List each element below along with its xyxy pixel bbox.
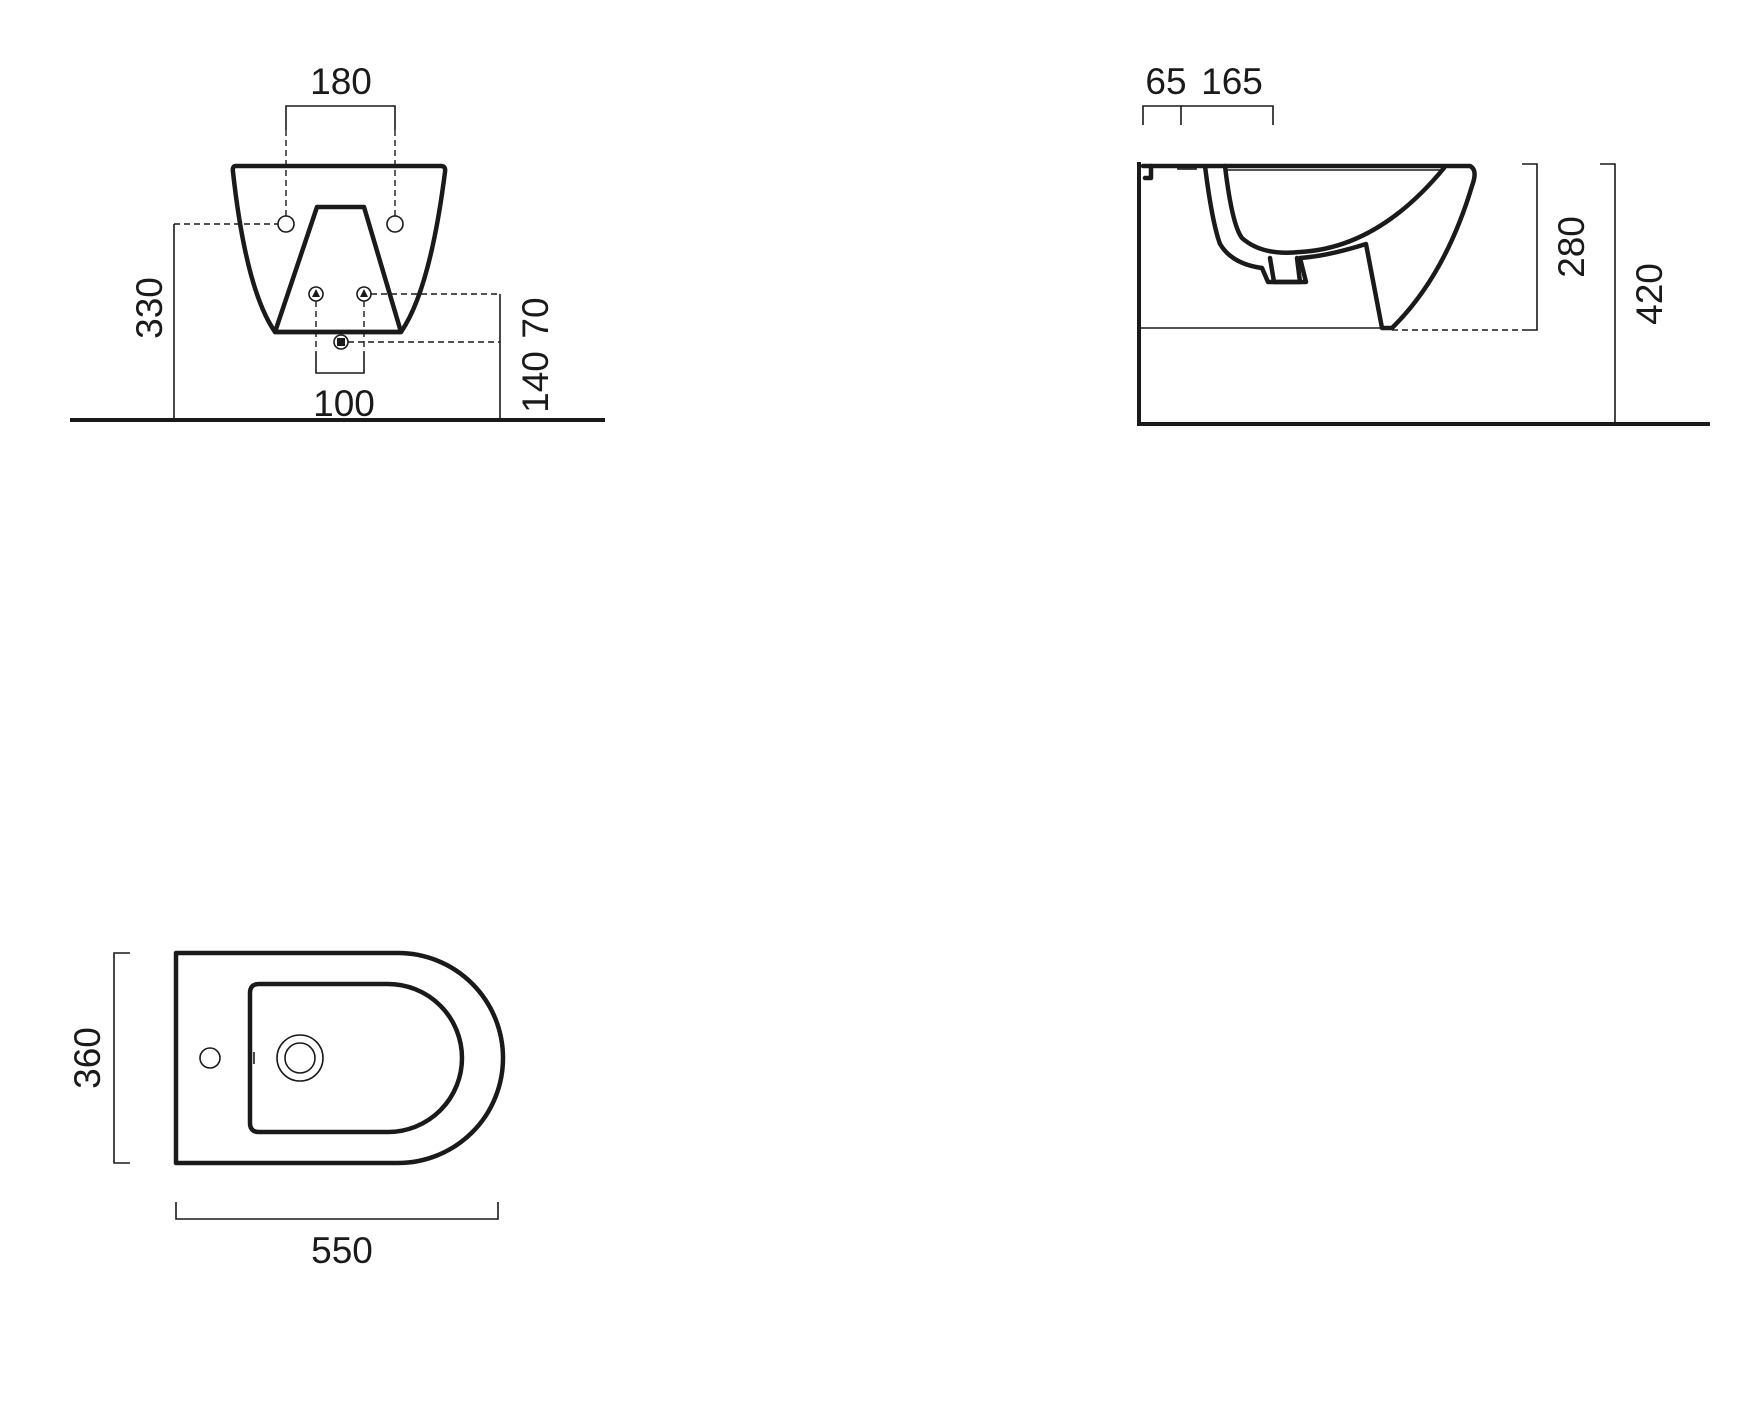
dim-165-label: 165 [1201,61,1263,102]
dim-180-label: 180 [310,61,372,102]
dim-100-label: 100 [313,383,375,424]
dim-360-bracket [113,952,130,1164]
dim-330-label: 330 [129,277,170,339]
dim-420-bracket [1600,163,1616,424]
front-bowl-outline [230,163,448,335]
top-tap-hole [199,1047,221,1069]
top-bidet-outline [173,950,506,1166]
dim-140-label: 140 [515,351,556,413]
front-inner-trapezoid [272,204,404,335]
top-view: 360 550 [67,950,506,1271]
dim-280-label: 280 [1551,216,1592,278]
side-bowl-inner [1222,163,1447,255]
dim-420-label: 420 [1629,263,1670,325]
side-wall-bracket [1140,163,1154,181]
inlet-right-arrow-icon [360,289,368,297]
mounting-hole-right [386,215,404,233]
side-wall-and-floor [1137,162,1710,426]
front-view: 180 330 100 140 70 [70,61,605,424]
inlet-left-arrow-icon [312,289,320,297]
top-drain-inner [284,1042,316,1074]
dim-550-label: 550 [311,1230,373,1271]
top-bowl-opening [247,981,465,1135]
side-tap-hole-marker [1177,164,1197,170]
dim-280-bracket [1522,163,1538,331]
side-waste-outlet [1267,255,1303,285]
dim-70-label: 70 [515,297,556,338]
mounting-hole-left [277,215,295,233]
dim-100-bracket [315,352,365,374]
side-view: 65 165 280 420 [1137,61,1710,426]
dim-65-bracket [1142,105,1182,125]
dim-165-bracket [1181,105,1274,125]
top-drain-outer [276,1034,324,1082]
side-bowl-shell [1148,163,1477,331]
dim-180-bracket [285,105,396,130]
waste-outlet-square-icon [337,338,345,346]
dim-360-label: 360 [67,1027,108,1089]
dim-550-bracket [175,1202,499,1220]
dim-65-label: 65 [1145,61,1186,102]
